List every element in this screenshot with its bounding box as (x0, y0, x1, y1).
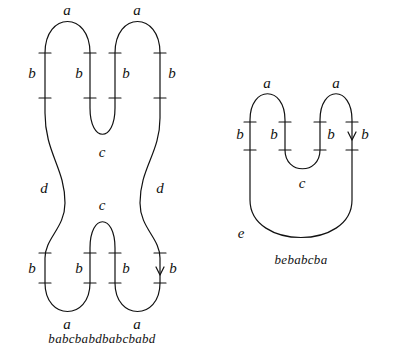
segment-letter: b (361, 127, 369, 142)
segment-letter: b (75, 66, 83, 81)
segment-letter: b (169, 261, 177, 276)
segment-tick (244, 122, 358, 150)
segment-letter: a (63, 317, 71, 332)
segment-letter: b (327, 127, 335, 142)
segment-letter: b (28, 261, 36, 276)
sequence-caption: bebabcba (275, 253, 328, 266)
segment-letter: d (40, 181, 48, 196)
x-curve (45, 22, 160, 312)
segment-tick (39, 53, 166, 283)
segment-letter: b (122, 66, 130, 81)
segment-letter: c (99, 198, 106, 213)
segment-letter: b (168, 66, 176, 81)
segment-letter: a (63, 3, 71, 18)
segment-letter: c (99, 145, 106, 160)
segment-letter: e (238, 226, 245, 241)
segment-letter: b (28, 66, 36, 81)
segment-letter: a (332, 76, 340, 91)
segment-letter: b (270, 127, 278, 142)
segment-letter: d (156, 181, 164, 196)
u-curve (250, 94, 352, 238)
segment-letter: b (75, 261, 83, 276)
segment-letter: a (263, 76, 271, 91)
segment-letter: b (122, 261, 130, 276)
segment-letter: b (236, 127, 244, 142)
sequence-caption: babcbabdbabcbabd (48, 332, 155, 345)
segment-letter: a (133, 3, 141, 18)
direction-arrow (348, 132, 356, 140)
segment-letter: a (133, 317, 141, 332)
direction-arrow (156, 267, 164, 275)
segment-letter: c (299, 176, 306, 191)
